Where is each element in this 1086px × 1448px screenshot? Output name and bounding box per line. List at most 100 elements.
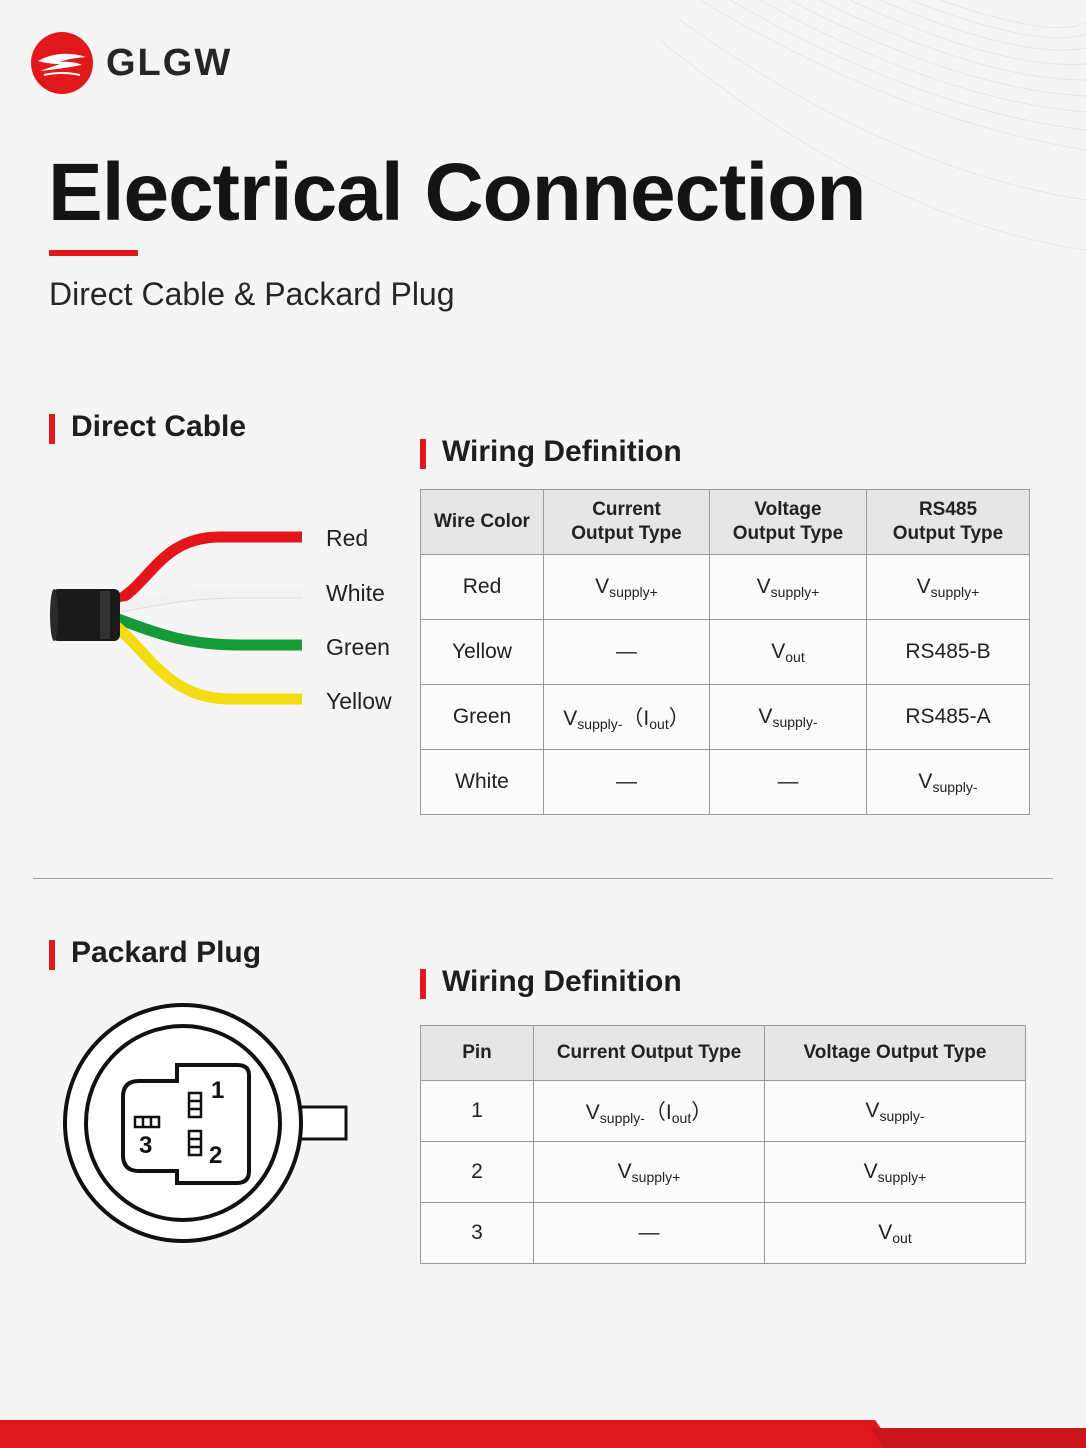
cell-subscript: supply+ [930, 583, 980, 600]
wire-green [113, 612, 302, 651]
wire-white-outline [114, 597, 302, 614]
cell-text: — [638, 1221, 660, 1244]
page-subtitle: Direct Cable & Packard Plug [49, 276, 455, 312]
packard-plug-wiring-heading: Wiring Definition [420, 965, 682, 999]
wire-label-white: White [326, 580, 385, 606]
header-text: RS485 [918, 499, 978, 520]
cell-subscript: out [671, 1110, 692, 1126]
table-cell: 1 [420, 1080, 534, 1142]
cell-text: V [863, 1159, 878, 1183]
table-cell: Vsupply-（Iout） [533, 1080, 765, 1142]
footer-bar [0, 1420, 1086, 1448]
table-cell: — [709, 749, 867, 815]
cell-text: Yellow [452, 640, 512, 663]
cell-text: V [756, 574, 771, 598]
header-text: Output Type [892, 523, 1004, 544]
table-cell: Vsupply+ [764, 1141, 1026, 1203]
table-cell: Green [420, 684, 544, 750]
cell-subscript: supply- [932, 778, 978, 795]
table-cell: Vsupply+ [866, 554, 1030, 620]
cell-text: — [777, 770, 799, 793]
table-cell: — [543, 619, 710, 685]
cell-text: — [616, 640, 637, 663]
cell-subscript: supply- [577, 716, 623, 732]
cell-text: V [758, 704, 773, 728]
cell-text: V [585, 1101, 600, 1124]
cell-text: V [918, 769, 933, 793]
cell-subscript: supply- [599, 1110, 645, 1126]
brand-logo: GLGW [30, 30, 232, 96]
cell-text: V [916, 574, 931, 598]
cell-text: Green [452, 705, 512, 728]
table-header-cell: Pin [420, 1025, 534, 1081]
cell-text: V [878, 1220, 893, 1244]
table-cell: Vout [709, 619, 867, 685]
header-text: Pin [462, 1042, 492, 1063]
cell-text: V [617, 1159, 632, 1183]
cell-text: 2 [471, 1160, 483, 1183]
pin-3-contact [133, 1115, 161, 1129]
header-text: Output Type [732, 523, 844, 544]
wire-label-green: Green [326, 634, 390, 660]
table-cell: RS485-B [866, 619, 1030, 685]
cell-text: — [616, 770, 637, 793]
cell-subscript: supply+ [770, 583, 820, 600]
wire-label-yellow: Yellow [326, 688, 392, 714]
header-text: Voltage Output Type [803, 1042, 987, 1063]
table-cell: Vsupply+ [533, 1141, 765, 1203]
table-cell: Vsupply-（Iout） [543, 684, 710, 750]
packard-plug-illustration: 1 2 3 [63, 1003, 348, 1243]
table-header-cell: Wire Color [420, 489, 544, 555]
table-cell: — [533, 1202, 765, 1264]
pin-label-1: 1 [211, 1077, 224, 1104]
direct-cable-heading: Direct Cable [49, 410, 246, 444]
direct-cable-illustration [50, 531, 302, 705]
header-text: Voltage [754, 499, 822, 520]
cell-text: 1 [471, 1099, 483, 1122]
cell-subscript: supply- [772, 713, 818, 730]
cell-text: V [563, 707, 578, 730]
direct-cable-wiring-heading: Wiring Definition [420, 435, 682, 469]
wire-label-red: Red [326, 525, 369, 551]
cell-subscript: supply+ [609, 583, 658, 600]
table-cell: Yellow [420, 619, 544, 685]
cell-subscript: out [892, 1229, 912, 1246]
table-cell: — [543, 749, 710, 815]
header-text: Current Output Type [556, 1042, 742, 1063]
cell-text: ） [691, 1101, 713, 1124]
cell-text: （I [622, 707, 650, 730]
wire-red [112, 531, 302, 607]
plug-tab [296, 1105, 348, 1141]
cell-subscript: out [649, 716, 669, 732]
cell-subscript: supply+ [631, 1168, 681, 1185]
table-cell: Vsupply+ [709, 554, 867, 620]
cell-text: V [595, 574, 610, 598]
cell-subscript: supply- [879, 1107, 925, 1124]
pin-1-contact [187, 1091, 203, 1119]
cell-text: RS485-A [905, 705, 991, 728]
cell-subscript: out [785, 648, 805, 665]
packard-plug-heading: Packard Plug [49, 936, 261, 970]
table-cell: 3 [420, 1202, 534, 1264]
cell-text: V [865, 1098, 880, 1122]
cell-text: 3 [471, 1221, 483, 1244]
cell-text: （I [644, 1101, 672, 1124]
table-row: 3 — Vout [420, 1202, 1026, 1264]
header-text: Wire Color [434, 511, 530, 532]
table-cell: RS485-A [866, 684, 1030, 750]
pin-2-contact [187, 1129, 203, 1157]
header-text: Current [592, 499, 661, 520]
table-cell: Vsupply- [866, 749, 1030, 815]
cell-text: White [455, 770, 509, 793]
table-cell: White [420, 749, 544, 815]
table-cell: Vsupply+ [543, 554, 710, 620]
section-divider [33, 878, 1053, 879]
table-cell: Vsupply- [709, 684, 867, 750]
page-title: Electrical Connection [48, 147, 866, 238]
